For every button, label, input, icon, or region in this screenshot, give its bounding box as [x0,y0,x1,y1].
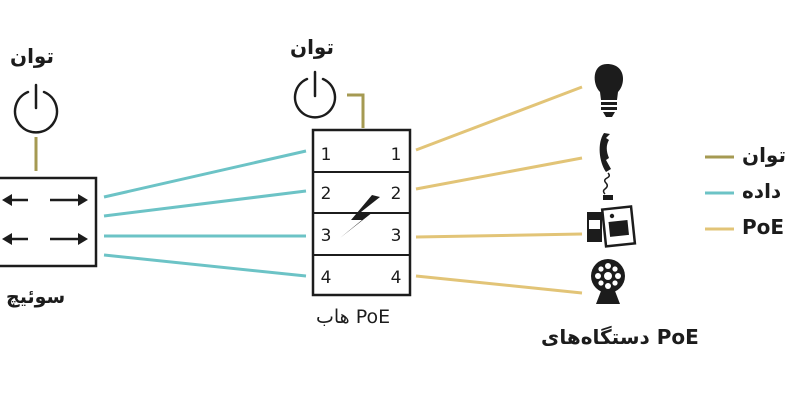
hub-power-icon [293,70,337,119]
hub-port-left-4: 4 [321,268,332,288]
hub-port-left-2: 2 [321,184,332,204]
light-bulb-icon [594,64,624,117]
hub-power-label: توان [290,35,334,59]
switch-box [0,176,98,268]
data-lines [103,149,307,278]
poe-line-4 [415,274,583,295]
hub-port-right-1: 1 [391,145,402,165]
camera-icon [591,259,625,304]
legend-data-label: داده [742,179,782,203]
data-line-4 [103,253,307,278]
hub-port-right-3: 3 [391,226,402,246]
devices-label: دستگاه‌های PoE [541,325,699,349]
poe-line-3 [415,232,583,239]
poe-lines [415,85,583,295]
data-line-1 [103,149,307,199]
switch-arrows [2,194,88,245]
switch-power-icon [13,83,59,134]
legend-swatches [705,155,734,231]
switch-power-label: توان [10,44,54,68]
poe-line-1 [415,85,583,152]
hub-label: هاب PoE [316,306,391,328]
switch-label: سوئیچ [6,286,66,308]
data-line-2 [103,189,307,218]
legend-poe-label: PoE [742,215,785,239]
poe-line-2 [415,156,583,191]
lightning-icon [340,195,380,238]
hub-box [311,128,412,297]
hub-port-right-2: 2 [391,184,402,204]
hub-power-line [347,93,365,128]
phone-icon [599,133,613,200]
card-reader-icon [587,205,637,248]
hub-port-left-1: 1 [321,145,332,165]
hub-port-left-3: 3 [321,226,332,246]
hub-port-right-4: 4 [391,268,402,288]
legend-power-label: توان [742,143,786,167]
